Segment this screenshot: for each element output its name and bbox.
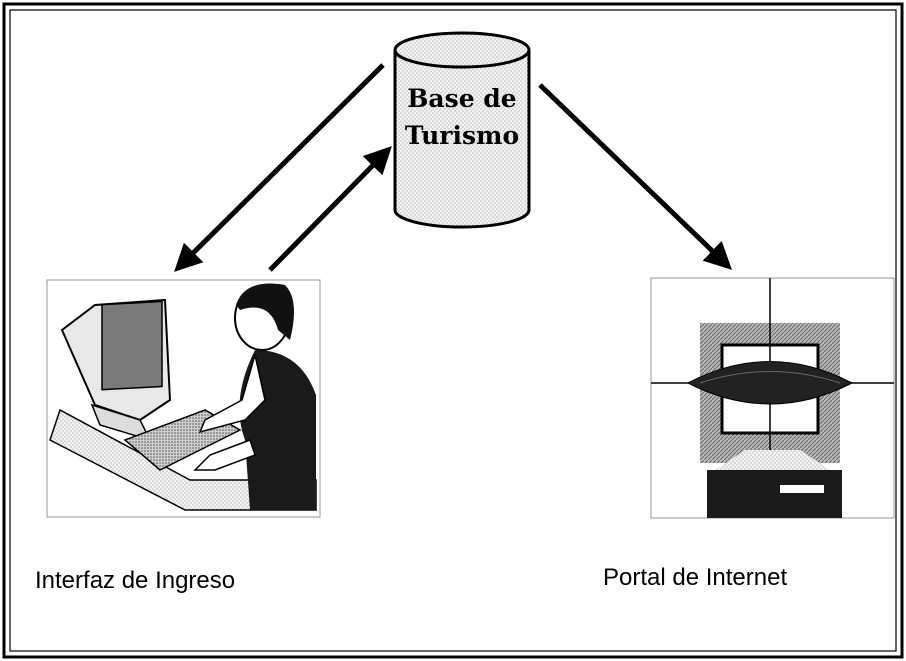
database-label-line1: Base de <box>407 84 516 113</box>
database-label-line2: Turismo <box>405 121 519 150</box>
person-at-computer-icon <box>46 279 321 518</box>
internet-portal-caption: Portal de Internet <box>603 564 787 591</box>
arrow-db-to-interface <box>174 63 385 272</box>
database-cylinder-icon <box>393 31 531 229</box>
arrow-db-to-portal <box>538 83 732 270</box>
input-interface-caption: Interfaz de Ingreso <box>35 567 235 594</box>
arrow-interface-to-db <box>268 146 392 272</box>
globe-portal-icon <box>650 277 895 519</box>
diagram-frame-inner <box>9 9 897 652</box>
